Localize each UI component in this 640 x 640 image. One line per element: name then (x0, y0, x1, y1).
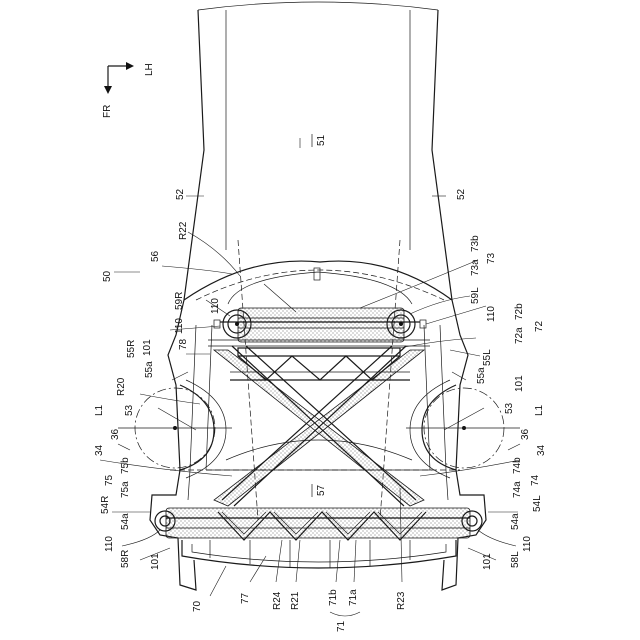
label-70: 70 (192, 600, 203, 612)
label-54a-right: 54a (120, 513, 131, 530)
wheel-left (406, 388, 520, 468)
label-54a-left: 54a (510, 513, 521, 530)
label-58R: 58R (120, 550, 131, 568)
label-74b: 74b (512, 457, 523, 474)
label-71: 71 (336, 620, 347, 632)
label-74a: 74a (512, 481, 523, 498)
label-36-right: 36 (110, 428, 121, 440)
upper-cross-member (208, 308, 430, 346)
label-34-right: 34 (94, 444, 105, 456)
label-36-left: 36 (520, 428, 531, 440)
label-52-right: 52 (175, 188, 186, 200)
label-R22: R22 (178, 221, 189, 240)
label-left: LH (144, 63, 155, 76)
label-59R: 59R (174, 292, 185, 310)
label-54R: 54R (100, 496, 111, 514)
label-L1-left: L1 (534, 404, 545, 416)
label-front: FR (102, 105, 113, 118)
label-52-left: 52 (456, 188, 467, 200)
label-110-upper-right-2: 110 (210, 298, 221, 314)
label-110-lower-left: 110 (522, 536, 533, 552)
label-56: 56 (150, 250, 161, 262)
front-cover (184, 261, 452, 304)
label-75b: 75b (120, 457, 131, 474)
x-brace (214, 346, 424, 506)
label-101-upper-right: 101 (142, 339, 153, 356)
label-101-lower-left: 101 (482, 553, 493, 570)
label-55R: 55R (126, 340, 137, 358)
label-R23: R23 (396, 591, 407, 610)
label-58L: 58L (510, 551, 521, 568)
label-L1-right: L1 (94, 404, 105, 416)
label-75a: 75a (120, 481, 131, 498)
label-53-left: 53 (504, 402, 515, 414)
label-71a: 71a (348, 589, 359, 606)
side-frames (150, 300, 486, 590)
label-71b: 71b (328, 589, 339, 606)
label-72a: 72a (514, 327, 525, 344)
body-outline (184, 2, 452, 300)
label-55a-right: 55a (144, 361, 155, 378)
label-51: 51 (316, 134, 327, 146)
label-73a: 73a (470, 259, 481, 276)
label-55a-left: 55a (476, 367, 487, 384)
label-54L: 54L (532, 495, 543, 512)
label-R21: R21 (290, 591, 301, 610)
bumper (182, 540, 456, 568)
label-110-lower-right: 110 (104, 536, 115, 552)
label-34-left: 34 (536, 444, 547, 456)
label-101-lower-right: 101 (150, 553, 161, 570)
label-110-upper-left: 110 (486, 306, 497, 322)
label-55L: 55L (482, 349, 493, 366)
center-panel (206, 440, 432, 470)
label-57: 57 (316, 484, 327, 496)
label-77: 77 (240, 592, 251, 604)
label-110-upper-right: 110 (174, 318, 185, 334)
label-R20: R20 (116, 377, 127, 396)
label-75: 75 (104, 474, 115, 486)
label-59L: 59L (470, 287, 481, 304)
label-101-upper-left: 101 (514, 375, 525, 392)
label-74: 74 (530, 474, 541, 486)
label-R24: R24 (272, 591, 283, 610)
label-72: 72 (534, 320, 545, 332)
label-73b: 73b (470, 235, 481, 252)
lower-cross-member (166, 508, 470, 538)
label-73: 73 (486, 252, 497, 264)
orientation-indicator: FR LH (102, 62, 155, 118)
label-53-right: 53 (124, 404, 135, 416)
reference-labels: 51 52 52 50 56 R22 73b 73a 73 59L 110 72… (94, 134, 547, 632)
label-50: 50 (102, 270, 113, 282)
label-78: 78 (178, 338, 189, 350)
label-72b: 72b (514, 303, 525, 320)
